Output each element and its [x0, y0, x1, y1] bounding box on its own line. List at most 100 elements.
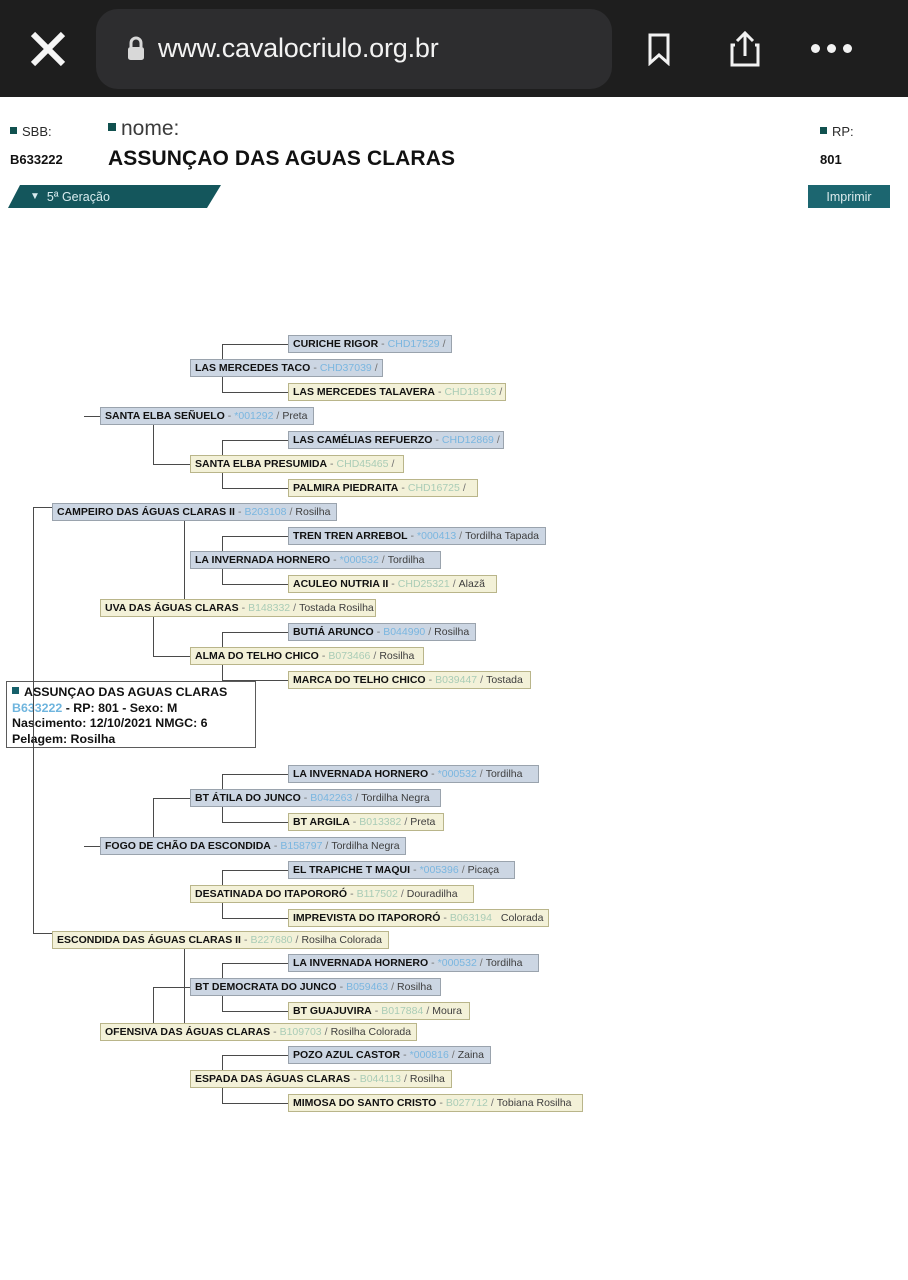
pedigree-node[interactable]: BT DEMOCRATA DO JUNCO-B059463/Rosilha [190, 978, 441, 996]
pedigree-node[interactable]: SANTA ELBA PRESUMIDA-CHD45465/ [190, 455, 404, 473]
subject-node[interactable]: ASSUNÇAO DAS AGUAS CLARAS B633222 - RP: … [6, 681, 256, 748]
pedigree-node[interactable]: CAMPEIRO DAS ÁGUAS CLARAS II-B203108/Ros… [52, 503, 337, 521]
connector-line [222, 1055, 288, 1056]
connector-line [84, 846, 100, 847]
pedigree-node[interactable]: ALMA DO TELHO CHICO-B073466/Rosilha [190, 647, 424, 665]
pedigree-node[interactable]: ESCONDIDA DAS ÁGUAS CLARAS II-B227680/Ro… [52, 931, 389, 949]
separator: - [410, 530, 415, 542]
pedigree-node[interactable]: BT ARGILA-B013382/Preta [288, 813, 444, 831]
pedigree-node-coat: Zaina [457, 1049, 484, 1061]
slash-separator: / [400, 888, 404, 900]
pedigree-node-coat: Rosilha [434, 626, 470, 638]
separator: - [353, 1073, 357, 1085]
pedigree-node[interactable]: LAS MERCEDES TACO-CHD37039/ [190, 359, 383, 377]
pedigree-tree: ASSUNÇAO DAS AGUAS CLARAS B633222 - RP: … [0, 217, 908, 1280]
slash-separator: / [293, 602, 297, 614]
pedigree-node-registration: *000532 [339, 554, 379, 566]
pedigree-node[interactable]: LA INVERNADA HORNERO-*000532/Tordilha [190, 551, 441, 569]
pedigree-node[interactable]: IMPREVISTA DO ITAPORORÓ-B063194 Colorada [288, 909, 549, 927]
bullet-icon [108, 123, 116, 132]
separator: - [431, 957, 435, 969]
pedigree-node[interactable]: EL TRAPICHE T MAQUI-*005396/Picaça [288, 861, 515, 879]
pedigree-node-name: CURICHE RIGOR [293, 338, 379, 350]
print-button[interactable]: Imprimir [808, 185, 890, 208]
pedigree-node[interactable]: BUTIÁ ARUNCO-B044990/Rosilha [288, 623, 476, 641]
pedigree-node[interactable]: PALMIRA PIEDRAITA-CHD16725/ [288, 479, 478, 497]
subject-reg: B633222 [12, 700, 63, 715]
pedigree-node[interactable]: BT ÁTILA DO JUNCO-B042263/Tordilha Negra [190, 789, 441, 807]
pedigree-node[interactable]: CURICHE RIGOR-CHD17529/ [288, 335, 452, 353]
pedigree-node-registration: *001292 [234, 410, 274, 422]
pedigree-node-registration: B203108 [244, 506, 287, 518]
pedigree-node-coat: Tostada [486, 674, 523, 686]
pedigree-node-registration: B059463 [346, 981, 389, 993]
pedigree-node[interactable]: MARCA DO TELHO CHICO-B039447/Tostada [288, 671, 531, 689]
connector-line [153, 656, 190, 657]
pedigree-node[interactable]: POZO AZUL CASTOR-*000816/Zaina [288, 1046, 491, 1064]
pedigree-node-name: LA INVERNADA HORNERO [293, 957, 429, 969]
pedigree-node-coat: Tordilha Negra [361, 792, 430, 804]
pedigree-node[interactable]: UVA DAS ÁGUAS CLARAS-B148332/Tostada Ros… [100, 599, 376, 617]
pedigree-node-name: EL TRAPICHE T MAQUI [293, 864, 411, 876]
pedigree-page: SBB: B633222 nome: ASSUNÇAO DAS AGUAS CL… [0, 97, 908, 1280]
slash-separator: / [374, 362, 378, 374]
pedigree-node-coat: Douradilha [406, 888, 458, 900]
pedigree-node[interactable]: ESPADA DAS ÁGUAS CLARAS-B044113/Rosilha [190, 1070, 452, 1088]
connector-line [184, 512, 185, 608]
subject-reg-rest: - RP: 801 - Sexo: M [62, 700, 178, 715]
pedigree-node[interactable]: MIMOSA DO SANTO CRISTO-B027712/Tobiana R… [288, 1094, 583, 1112]
more-options-button[interactable] [788, 0, 874, 97]
lock-icon [114, 35, 158, 63]
subject-birth-line: Nascimento: 12/10/2021 NMGC: 6 [12, 716, 208, 730]
slash-separator: / [403, 1073, 407, 1085]
connector-line [222, 870, 288, 871]
more-options-icon [810, 44, 852, 53]
rp-value: 801 [820, 152, 842, 167]
pedigree-node[interactable]: SANTA ELBA SEÑUELO-*001292/Preta [100, 407, 314, 425]
pedigree-node-name: BT ARGILA [293, 816, 350, 828]
pedigree-node-name: MARCA DO TELHO CHICO [293, 674, 426, 686]
pedigree-node[interactable]: LAS CAMÉLIAS REFUERZO-CHD12869/ [288, 431, 504, 449]
pedigree-node[interactable]: LA INVERNADA HORNERO-*000532/Tordilha [288, 765, 539, 783]
address-bar[interactable]: www.cavalocriulo.org.br [96, 8, 612, 89]
pedigree-node[interactable]: LAS MERCEDES TALAVERA-CHD18193/ [288, 383, 506, 401]
connector-line [222, 584, 288, 585]
separator: - [443, 912, 447, 924]
pedigree-node-coat: Tostada Rosilha [299, 602, 374, 614]
pedigree-node-registration: CHD17529 [387, 338, 440, 350]
pedigree-node[interactable]: OFENSIVA DAS ÁGUAS CLARAS-B109703/Rosilh… [100, 1023, 417, 1041]
connector-line [153, 987, 154, 1032]
pedigree-node-name: IMPREVISTA DO ITAPORORÓ [293, 912, 441, 924]
separator: - [273, 1026, 277, 1038]
separator: - [237, 506, 242, 518]
pedigree-node[interactable]: ACULEO NUTRIA II-CHD25321/Alazã [288, 575, 497, 593]
bullet-icon [10, 127, 17, 135]
pedigree-node-name: ALMA DO TELHO CHICO [195, 650, 319, 662]
pedigree-header: SBB: B633222 nome: ASSUNÇAO DAS AGUAS CL… [0, 97, 908, 217]
close-button[interactable] [0, 0, 96, 97]
pedigree-node[interactable]: FOGO DE CHÃO DA ESCONDIDA-B158797/Tordil… [100, 837, 406, 855]
generation-tab[interactable]: ▼ 5ª Geração [8, 185, 221, 208]
slash-separator: / [325, 840, 329, 852]
pedigree-node-coat: Rosilha [409, 1073, 445, 1085]
share-button[interactable] [702, 0, 788, 97]
pedigree-node-registration: B158797 [280, 840, 323, 852]
bookmark-button[interactable] [616, 0, 702, 97]
pedigree-node[interactable]: TREN TREN ARREBOL-*000413/Tordilha Tapad… [288, 527, 546, 545]
generation-tab-label: 5ª Geração [46, 189, 110, 204]
pedigree-node[interactable]: BT GUAJUVIRA-B017884/Moura [288, 1002, 470, 1020]
pedigree-node[interactable]: DESATINADA DO ITAPORORÓ-B117502/Douradil… [190, 885, 474, 903]
slash-separator: / [479, 957, 483, 969]
pedigree-node-registration: B017884 [381, 1005, 424, 1017]
slash-separator: / [391, 458, 395, 470]
pedigree-node-registration: CHD25321 [397, 578, 450, 590]
pedigree-node-registration: *000413 [417, 530, 457, 542]
pedigree-node-name: TREN TREN ARREBOL [293, 530, 408, 542]
chevron-down-icon: ▼ [30, 191, 40, 202]
pedigree-node-registration: B227680 [250, 934, 293, 946]
connector-line [222, 1103, 288, 1104]
pedigree-node[interactable]: LA INVERNADA HORNERO-*000532/Tordilha [288, 954, 539, 972]
separator: - [403, 1049, 407, 1061]
pedigree-node-name: LAS MERCEDES TALAVERA [293, 386, 435, 398]
pedigree-node-name: UVA DAS ÁGUAS CLARAS [105, 602, 239, 614]
